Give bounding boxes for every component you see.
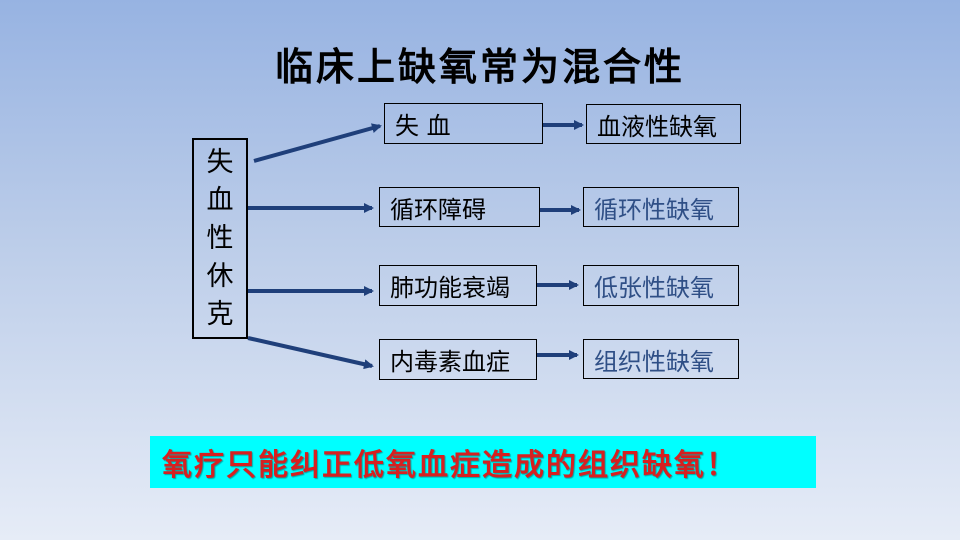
cause-box-4: 内毒素血症 [379,339,537,380]
result-box-1: 血液性缺氧 [586,104,741,144]
oxygen-therapy-banner: 氧疗只能纠正低氧血症造成的组织缺氧！ [150,436,816,488]
result-label: 循环性缺氧 [594,195,714,224]
arrow-shock-to-cause-4 [247,336,374,370]
cause-label: 循环障碍 [390,195,486,224]
cause-box-2: 循环障碍 [379,187,540,227]
result-box-2: 循环性缺氧 [583,187,739,227]
shock-node: 失血性休克 [192,138,248,339]
result-label: 低张性缺氧 [594,274,714,302]
slide-title: 临床上缺氧常为混合性 [274,45,685,89]
arrow-shock-to-cause-1 [253,123,382,163]
cause-label: 肺功能衰竭 [390,274,510,302]
result-box-3: 低张性缺氧 [583,265,739,306]
cause-label: 内毒素血症 [390,348,510,376]
shock-node-label: 失血性休克 [206,146,234,330]
cause-label: 失 血 [395,112,451,140]
result-label: 血液性缺氧 [597,112,717,141]
result-label: 组织性缺氧 [594,347,714,376]
cause-box-1: 失 血 [384,103,543,144]
banner-text: 氧疗只能纠正低氧血症造成的组织缺氧！ [162,448,738,483]
result-box-4: 组织性缺氧 [583,339,739,379]
cause-box-3: 肺功能衰竭 [379,265,537,306]
